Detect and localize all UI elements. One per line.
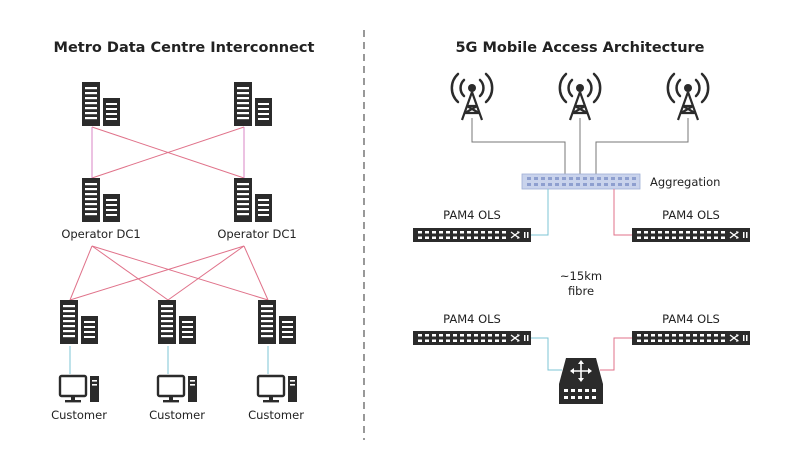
customer-2-label: Customer bbox=[149, 408, 205, 422]
customer-access-links bbox=[69, 346, 269, 374]
dc-interconnect-links bbox=[91, 126, 245, 179]
right-panel-title: 5G Mobile Access Architecture bbox=[455, 40, 704, 56]
vertical-links bbox=[91, 127, 245, 178]
customer-3-label: Customer bbox=[248, 408, 304, 422]
customer-1-label: Customer bbox=[51, 408, 107, 422]
customer-2-computer-icon bbox=[156, 374, 199, 404]
server-customer-3-icon bbox=[258, 300, 296, 344]
dc-right-label: Operator DC1 bbox=[217, 227, 296, 241]
ols-bottom-left-icon bbox=[412, 330, 532, 346]
fibre-path-red bbox=[600, 189, 632, 371]
fibre-path-cyan bbox=[531, 189, 562, 371]
ols-bottom-right-label: PAM4 OLS bbox=[662, 312, 720, 326]
router-icon bbox=[559, 358, 603, 404]
aggregation-switch-icon bbox=[521, 173, 641, 190]
ols-bottom-right-icon bbox=[631, 330, 751, 346]
tower-backhaul-links bbox=[471, 118, 689, 176]
aggregation-label: Aggregation bbox=[650, 175, 720, 189]
customer-1-computer-icon bbox=[58, 374, 101, 404]
server-dc-right-icon bbox=[234, 178, 272, 222]
fibre-distance-label: ~15km bbox=[560, 269, 602, 283]
dc-left-label: Operator DC1 bbox=[61, 227, 140, 241]
ols-top-left-icon bbox=[412, 227, 532, 243]
cell-tower-2-icon bbox=[558, 72, 602, 122]
cell-tower-3-icon bbox=[666, 72, 710, 122]
customer-3-computer-icon bbox=[256, 374, 299, 404]
customer-distribution-links bbox=[69, 245, 269, 301]
server-customer-2-icon bbox=[158, 300, 196, 344]
fibre-type-label: fibre bbox=[568, 284, 594, 298]
ols-top-left-label: PAM4 OLS bbox=[443, 208, 501, 222]
ols-bottom-left-label: PAM4 OLS bbox=[443, 312, 501, 326]
ols-top-right-label: PAM4 OLS bbox=[662, 208, 720, 222]
server-top-left-icon bbox=[82, 82, 120, 126]
left-panel-title: Metro Data Centre Interconnect bbox=[54, 40, 315, 56]
link-top-right-to-dc-left bbox=[91, 126, 245, 179]
server-dc-left-icon bbox=[82, 178, 120, 222]
server-top-right-icon bbox=[234, 82, 272, 126]
ols-top-right-icon bbox=[631, 227, 751, 243]
cell-tower-1-icon bbox=[450, 72, 494, 122]
server-customer-1-icon bbox=[60, 300, 98, 344]
